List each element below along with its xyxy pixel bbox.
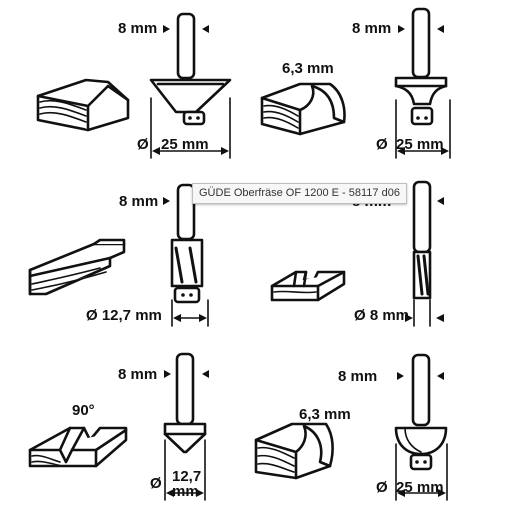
flush-trim-bit: 8 mm Ø 12,7 mm: [28, 183, 209, 327]
bearing: [173, 286, 201, 304]
wood-profile-rabbet: [28, 238, 126, 296]
bearing: [409, 453, 433, 471]
shank: [411, 353, 431, 427]
diameter-unit: mm: [172, 483, 199, 500]
shank: [412, 180, 432, 254]
cutter: [394, 76, 448, 106]
core-box-bit: 8 mm Ø 25 mm 6,3 mm: [254, 353, 448, 501]
diameter-label: 25 mm: [396, 479, 444, 496]
tooltip: GÜDE Oberfräse OF 1200 E - 58117 d06: [192, 183, 407, 204]
shank: [411, 7, 431, 79]
wood-profile-cove-2: [254, 422, 334, 480]
shank-label: 8 mm: [118, 366, 157, 383]
diameter-label: Ø 8 mm: [354, 307, 409, 324]
diameter-symbol: Ø: [376, 479, 388, 496]
bearing: [182, 110, 206, 126]
shank-label: 8 mm: [338, 368, 377, 385]
diameter-label: 25 mm: [396, 136, 444, 153]
diameter-symbol: Ø: [376, 136, 388, 153]
shank: [175, 352, 195, 426]
angle-label: 90°: [72, 402, 95, 419]
straight-bit: 8 mm Ø 8 mm: [270, 180, 444, 327]
shank-label: 8 mm: [352, 20, 391, 37]
diameter-symbol: Ø: [137, 136, 149, 153]
diameter-label: 25 mm: [161, 136, 209, 153]
roundover-bit: 8 mm Ø 25 mm 6,3 mm: [260, 7, 451, 159]
diameter-symbol: Ø: [150, 475, 162, 492]
wood-profile-v-groove: [28, 426, 128, 468]
wood-profile-cove: [260, 82, 346, 136]
cutter: [394, 426, 448, 456]
diameter-label: Ø 12,7 mm: [86, 307, 162, 324]
v-groove-bit: 8 mm Ø 12,7 mm 90°: [28, 352, 209, 501]
diameter-value: 12,7: [172, 468, 201, 485]
radius-label: 6,3 mm: [299, 406, 351, 423]
shank-label: 8 mm: [118, 20, 157, 37]
chamfer-bit: 8 mm Ø 25 mm: [36, 12, 232, 159]
radius-label: 6,3 mm: [282, 60, 334, 77]
wood-profile-groove: [270, 270, 346, 302]
cutter: [163, 422, 207, 454]
wood-profile-chamfer: [36, 78, 130, 132]
bearing: [410, 106, 434, 126]
shank: [176, 12, 196, 80]
shank-label: 8 mm: [119, 193, 158, 210]
